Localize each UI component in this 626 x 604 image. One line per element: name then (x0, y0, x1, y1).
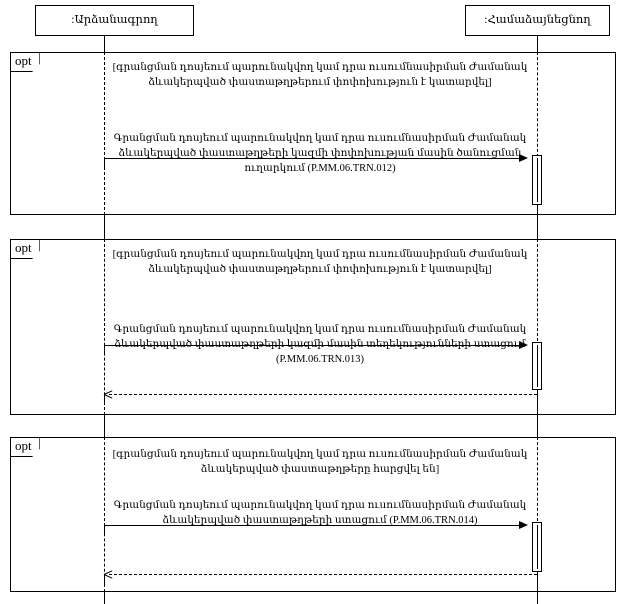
opt-fragment-3-return-line[interactable] (109, 574, 537, 575)
opt-fragment-2-operator-label: opt (11, 240, 40, 259)
lifeline-stem-arjanagrogh-gap2 (104, 415, 105, 437)
lifeline-label-arjanagrogh: :Արձանագրող (71, 14, 158, 27)
opt-fragment-1-operator-label: opt (11, 53, 40, 72)
opt-fragment-2-return-arrowhead (104, 389, 113, 399)
opt-fragment-2-message-line[interactable] (111, 345, 519, 346)
lifeline-label-hamadzaynecnogh: :Համաձայնեցնող (484, 14, 591, 27)
opt-fragment-2-activation-bar[interactable] (532, 342, 542, 390)
lifeline-stem-hamadzaynecnogh-top (537, 36, 538, 52)
lifeline-stem-arjanagrogh-gap1 (104, 215, 105, 239)
lifeline-stem-hamadzaynecnogh-opt1b (537, 205, 538, 215)
opt-fragment-3-send-stub (104, 525, 111, 526)
opt-fragment-1-send-stub (104, 158, 111, 159)
opt-fragment-2-message-label: Գրանցման դոսյեում պարունակվող կամ դրա ու… (113, 324, 527, 366)
opt-fragment-2-return-line[interactable] (109, 394, 537, 395)
lifeline-stem-hamadzaynecnogh-opt3a (537, 437, 538, 521)
opt-fragment-1-guard: [գրանցման դոսյեում պարունակվող կամ դրա ո… (112, 62, 528, 89)
lifeline-stem-arjanagrogh-bottom (104, 592, 105, 604)
lifeline-stem-hamadzaynecnogh-opt2a (537, 239, 538, 341)
opt-fragment-1-message-arrowhead (519, 154, 528, 162)
opt-fragment-2-send-stub (104, 345, 111, 346)
opt-fragment-2[interactable]: opt (10, 239, 616, 415)
opt-fragment-3-return-stub-vertical (104, 574, 105, 584)
opt-fragment-2-send-stub-vertical (104, 345, 105, 355)
opt-fragment-3-send-stub-vertical (104, 525, 105, 535)
opt-fragment-1-activation-bar[interactable] (532, 155, 542, 205)
lifeline-stem-arjanagrogh-opt2 (104, 239, 105, 415)
opt-fragment-3-activation-bar[interactable] (532, 522, 542, 572)
lifeline-stem-hamadzaynecnogh-gap2 (537, 415, 538, 437)
opt-fragment-1-message-line[interactable] (111, 158, 519, 159)
opt-fragment-3[interactable]: opt (10, 437, 616, 592)
lifeline-stem-arjanagrogh-top (104, 36, 105, 52)
opt-fragment-2-guard: [գրանցման դոսյեում պարունակվող կամ դրա ո… (112, 249, 528, 276)
opt-fragment-2-return-stub-vertical (104, 394, 105, 404)
lifeline-head-hamadzaynecnogh[interactable]: :Համաձայնեցնող (465, 5, 610, 36)
lifeline-head-arjanagrogh[interactable]: :Արձանագրող (35, 5, 194, 36)
opt-fragment-3-message-label: Գրանցման դոսյեում պարունակվող կամ դրա ու… (113, 500, 527, 527)
opt-fragment-2-message-arrowhead (519, 341, 528, 349)
lifeline-stem-hamadzaynecnogh-opt3b (537, 572, 538, 592)
opt-fragment-3-return-arrowhead (104, 569, 113, 579)
lifeline-stem-hamadzaynecnogh-opt2b (537, 390, 538, 415)
opt-fragment-3-operator-label: opt (11, 438, 40, 457)
lifeline-stem-hamadzaynecnogh-gap1 (537, 215, 538, 239)
opt-fragment-3-message-arrowhead (519, 521, 528, 529)
opt-fragment-3-guard: [գրանցման դոսյեում պարունակվող կամ դրա ո… (112, 449, 528, 476)
lifeline-stem-hamadzaynecnogh-bottom (537, 592, 538, 604)
lifeline-stem-hamadzaynecnogh-opt1a (537, 52, 538, 157)
opt-fragment-3-message-line[interactable] (111, 525, 519, 526)
lifeline-stem-arjanagrogh-opt3 (104, 437, 105, 592)
opt-fragment-1-message-label: Գրանցման դոսյեում պարունակվող կամ դրա ու… (113, 133, 527, 175)
opt-fragment-1[interactable]: opt (10, 52, 616, 215)
opt-fragment-1-send-stub-vertical (104, 158, 105, 168)
lifeline-stem-arjanagrogh-opt1 (104, 52, 105, 215)
